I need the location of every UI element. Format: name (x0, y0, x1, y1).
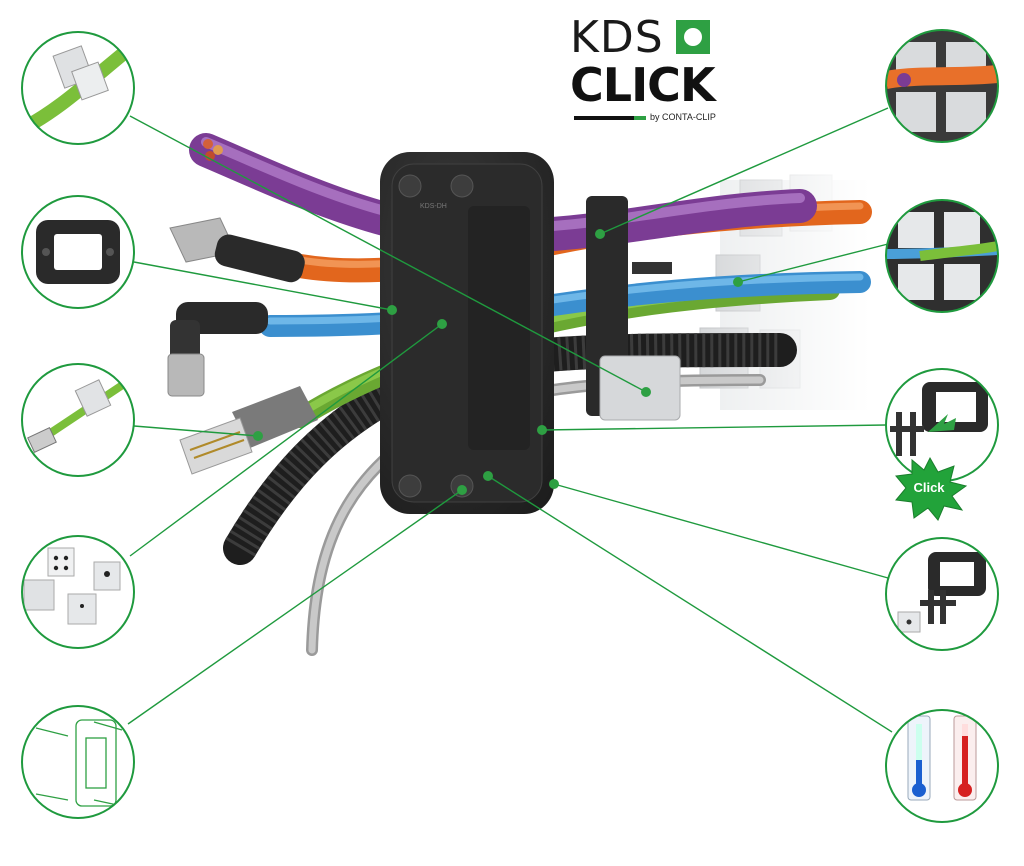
logo-click-text: CLICK (570, 58, 716, 112)
frame-and-seal-icon (885, 537, 999, 651)
cable-entry-frame-icon (21, 195, 135, 309)
frame-imprint: KDS-DH (420, 203, 447, 210)
seal-inserts-icon (21, 535, 135, 649)
logo-bar-black (574, 116, 634, 120)
main-cable-entry-frame: KDS-DH (380, 152, 554, 514)
callout-dots (253, 229, 743, 495)
straight-m12-connector (169, 217, 305, 283)
sealing-close-up-icon (885, 29, 999, 143)
wall-mounting-icon (21, 705, 135, 819)
logo-bar-green (634, 116, 646, 120)
angled-m12-connector (167, 302, 268, 397)
rj45-plug (179, 386, 318, 475)
purple-cable-cores (203, 139, 223, 161)
click-starburst: Click (895, 456, 968, 521)
cable-seal-detail-icon (21, 31, 135, 145)
brand-logo: KDS CLICK by CONTA-CLIP (570, 14, 730, 124)
click-label: Click (913, 480, 945, 495)
rj45-connector-icon (21, 363, 135, 477)
thermometer-icon (885, 709, 999, 823)
callout-lines (127, 107, 893, 733)
cable-grid-icon (885, 199, 999, 313)
logo-kds-text: KDS (570, 12, 664, 63)
click-assembly-icon (885, 368, 999, 482)
logo-square-icon (676, 20, 710, 54)
logo-byline: by CONTA-CLIP (650, 112, 716, 122)
